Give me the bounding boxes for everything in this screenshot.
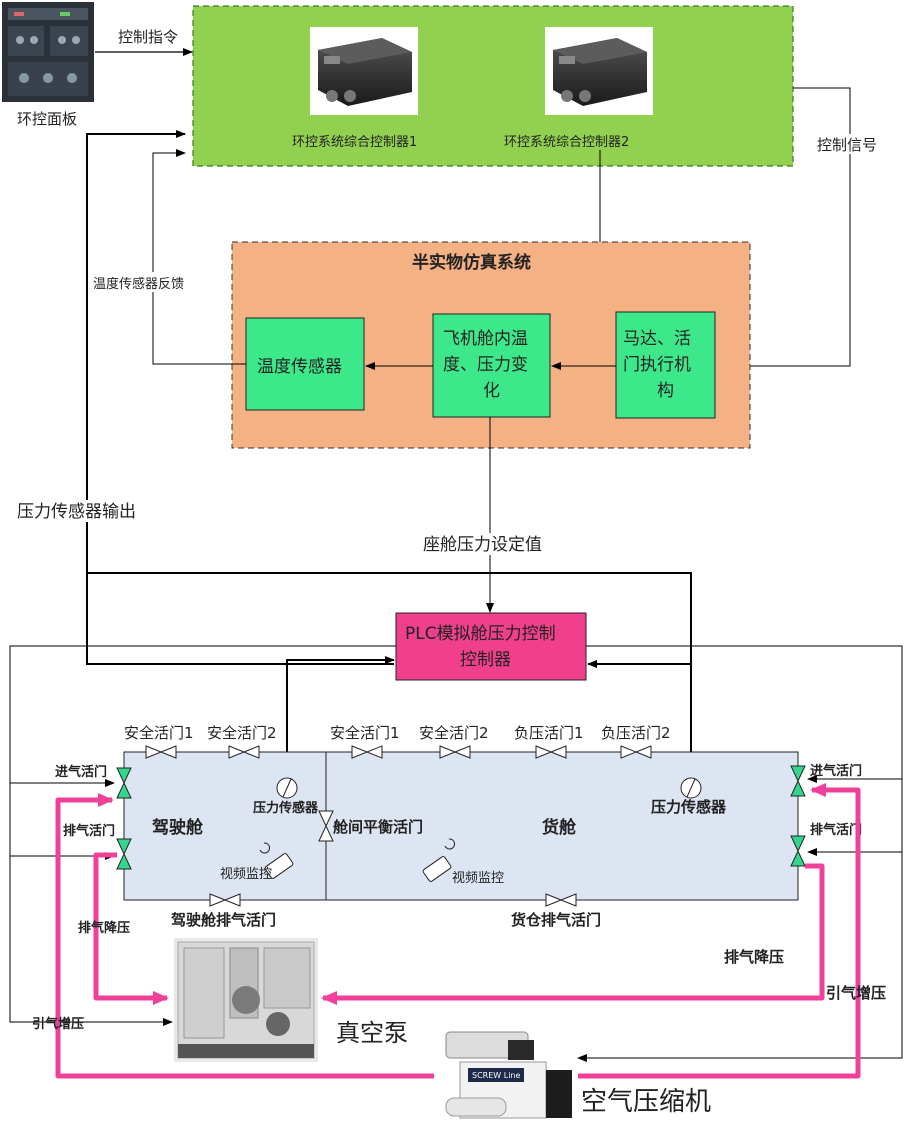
air-compressor-label: 空气压缩机 xyxy=(581,1087,711,1117)
setpoint-label: 座舱压力设定值 xyxy=(423,535,542,555)
control-signal-label: 控制信号 xyxy=(817,136,877,154)
neg-valve-2-icon xyxy=(620,745,652,759)
cabin-change-node xyxy=(432,313,551,418)
cockpit-label: 驾驶舱 xyxy=(152,817,204,838)
cargo-video-label: 视频监控 xyxy=(452,871,504,886)
controller-panel xyxy=(192,5,794,167)
left-bleed-pipe xyxy=(55,793,434,1079)
actuator-line-3: 构 xyxy=(657,381,674,401)
env-panel-label: 环控面板 xyxy=(17,110,77,128)
sim-title: 半实物仿真系统 xyxy=(412,252,531,273)
cockpit-exhaust-valve-icon xyxy=(209,893,241,907)
control-signal-line xyxy=(717,87,851,370)
temp-feedback-line xyxy=(152,149,246,365)
compressor-brand: SCREW Line xyxy=(472,1071,520,1080)
controller-1-label: 环控系统综合控制器1 xyxy=(292,135,417,150)
plc-line-2: 控制器 xyxy=(460,650,511,670)
right-inlet-label: 进气活门 xyxy=(810,763,862,779)
plc-controller xyxy=(395,612,587,681)
inter-valve-label: 舱间平衡活门 xyxy=(333,818,423,836)
cabin-change-line-3: 化 xyxy=(483,381,500,401)
controller-2-label: 环控系统综合控制器2 xyxy=(504,135,629,150)
cargo-safety-valve-2-label: 安全活门2 xyxy=(419,724,489,742)
right-bleed-pipe xyxy=(578,783,861,1079)
cargo-safety-valve-2-icon xyxy=(439,745,471,759)
safety-valve-1-icon xyxy=(145,745,177,759)
left-exhaust-pipe xyxy=(93,852,169,1005)
cabin-change-line-1: 飞机舱内温 xyxy=(443,329,528,349)
cargo-camera-icon xyxy=(422,838,456,882)
air-compressor-image xyxy=(436,1024,576,1132)
cabin-change-line-2: 度、压力变 xyxy=(443,355,528,375)
right-decomp-label: 排气降压 xyxy=(724,948,784,966)
controller-2-image xyxy=(545,27,653,115)
actuator-line-2: 门执行机 xyxy=(623,355,691,375)
safety-valve-1-label: 安全活门1 xyxy=(124,724,194,742)
temp-sensor-node xyxy=(245,317,365,411)
cargo-label: 货舱 xyxy=(542,817,577,838)
right-bleed-label: 引气增压 xyxy=(826,984,886,1002)
neg-valve-1-icon xyxy=(535,745,567,759)
cockpit-pressure-sensor-label: 压力传感器 xyxy=(253,800,319,816)
left-bleed-label: 引气增压 xyxy=(32,1016,84,1032)
cockpit-exhaust-label: 驾驶舱排气活门 xyxy=(171,911,276,929)
aircraft-cabin xyxy=(123,751,799,901)
plc-to-vacuum-line xyxy=(9,645,396,1026)
cargo-pressure-sensor-icon xyxy=(680,777,702,799)
left-inlet-label: 进气活门 xyxy=(55,764,107,780)
vacuum-pump-image xyxy=(174,938,318,1062)
safety-valve-2-icon xyxy=(228,745,260,759)
cockpit-pressure-sensor-icon xyxy=(276,777,298,799)
pressure-output-label: 压力传感器输出 xyxy=(17,502,136,522)
inter-cabin-valve-icon xyxy=(318,810,334,842)
pressure-output-line xyxy=(86,130,394,665)
cockpit-video-label: 视频监控 xyxy=(220,867,272,882)
cargo-safety-valve-1-icon xyxy=(351,745,383,759)
controller-1-image xyxy=(310,27,418,115)
env-control-panel-image xyxy=(2,2,94,102)
left-exhaust-label: 排气活门 xyxy=(63,823,115,839)
cargo-pressure-sensor-label: 压力传感器 xyxy=(651,798,727,816)
pressure-bus-line xyxy=(87,572,692,780)
actuator-node xyxy=(615,311,716,419)
neg-valve-2-label: 负压活门2 xyxy=(601,724,671,742)
left-inlet-valve-icon xyxy=(116,767,132,799)
neg-valve-1-label: 负压活门1 xyxy=(514,724,584,742)
cockpit-sensor-to-plc xyxy=(286,656,395,778)
actuator-line-1: 马达、活 xyxy=(623,329,691,349)
cargo-safety-valve-1-label: 安全活门1 xyxy=(330,724,400,742)
temp-sensor-label: 温度传感器 xyxy=(257,357,342,377)
cargo-sensor-to-plc xyxy=(587,660,692,780)
vacuum-pump-label: 真空泵 xyxy=(336,1019,408,1047)
cockpit-camera-icon xyxy=(259,842,294,879)
cargo-exhaust-valve-icon xyxy=(545,893,577,907)
safety-valve-2-label: 安全活门2 xyxy=(207,724,277,742)
left-decomp-label: 排气降压 xyxy=(78,920,130,936)
right-exhaust-valve-icon xyxy=(790,835,806,867)
cargo-exhaust-label: 货仓排气活门 xyxy=(511,911,601,929)
temp-feedback-label: 温度传感器反馈 xyxy=(93,276,184,292)
right-exhaust-label: 排气活门 xyxy=(810,822,862,838)
right-inlet-valve-icon xyxy=(790,765,806,797)
right-exhaust-pipe xyxy=(321,863,825,1005)
left-exhaust-valve-icon xyxy=(116,838,132,870)
control-cmd-label: 控制指令 xyxy=(118,28,178,46)
plc-line-1: PLC模拟舱压力控制 xyxy=(405,624,556,644)
